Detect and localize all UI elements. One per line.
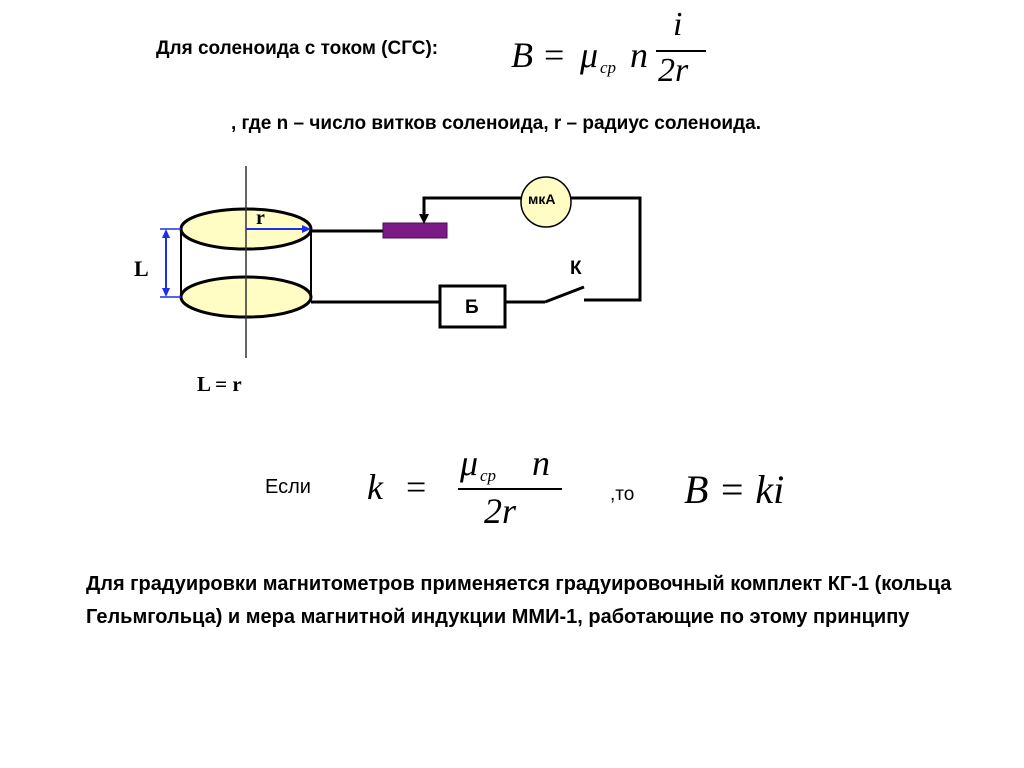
length-equals-radius: L = r <box>197 372 242 396</box>
formula-k-symbol: k <box>367 467 383 507</box>
formula-mu: μ <box>580 35 599 75</box>
formula-denominator: 2r <box>658 52 689 89</box>
key-label: К <box>570 258 582 279</box>
battery-box <box>438 284 507 329</box>
battery-label: Б <box>465 297 479 318</box>
formula-solenoid: B = μ ср n i 2r <box>508 6 718 102</box>
description-paragraph: Для градуировки магнитометров применяетс… <box>86 573 952 628</box>
if-word: Если <box>265 476 311 498</box>
length-arrowhead-top <box>162 229 170 238</box>
formula-k-mu-subscript: ср <box>480 466 497 485</box>
radius-arrowhead <box>302 225 311 233</box>
formula-k-fraction-bar <box>458 488 562 490</box>
formula-mu-subscript: ср <box>600 58 617 77</box>
fraction-bar <box>656 50 706 52</box>
wire-slider-to-meter <box>422 196 523 216</box>
where-text: , где n – число витков соленоида, r – ра… <box>231 113 762 134</box>
then-word: ,то <box>610 484 635 505</box>
wire-meter-to-key <box>569 196 642 302</box>
formula-k-mu: μ <box>460 443 479 483</box>
formula-k-equals: = <box>406 467 427 507</box>
formula-numerator: i <box>673 6 683 43</box>
formula-k: k = μ ср n 2r <box>362 443 572 535</box>
microammeter <box>520 176 572 228</box>
microammeter-label: мкА <box>528 191 556 207</box>
formula-result: B = ki <box>684 467 785 512</box>
radius-label: r <box>256 207 265 229</box>
intro-text: Для соленоида с током (СГС): <box>156 38 439 59</box>
rheostat-slider-arrow <box>419 214 429 224</box>
key-switch-blade <box>544 285 585 304</box>
rheostat <box>382 222 448 239</box>
formula-k-n: n <box>532 443 550 483</box>
formula-equals: = <box>544 35 565 75</box>
formula-n: n <box>630 35 648 75</box>
formula-k-denominator: 2r <box>484 491 517 531</box>
length-label: L <box>134 256 149 281</box>
length-arrowhead-bottom <box>162 288 170 297</box>
formula-b: B <box>511 35 533 75</box>
